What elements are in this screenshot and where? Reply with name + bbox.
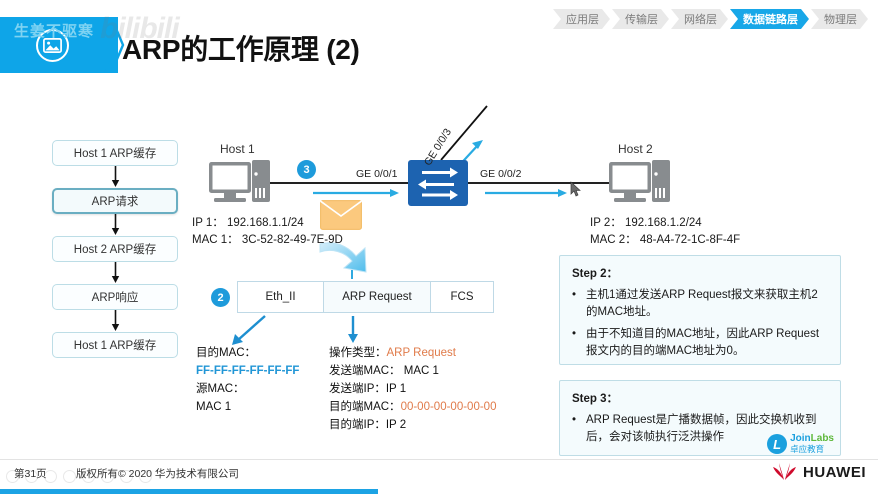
step3-panel: Step 3： • ARP Request是广播数据帧，因此交换机收到后，会对该… bbox=[559, 380, 841, 456]
flow-arrow-2 bbox=[52, 214, 178, 236]
joinlabs-name: JoinLabs bbox=[790, 434, 834, 444]
copyright-text: 版权所有© 2020 华为技术有限公司 bbox=[76, 468, 239, 480]
next-icon[interactable] bbox=[44, 470, 57, 483]
arp-sender-ip: 发送端IP：IP 1 bbox=[329, 383, 407, 395]
channel-watermark: 生姜不驱寒 bbox=[14, 23, 95, 40]
host2-label: Host 2 bbox=[618, 142, 653, 156]
flow-step-host1-cache-b[interactable]: Host 1 ARP缓存 bbox=[52, 332, 178, 358]
flow-arrow-4 bbox=[52, 310, 178, 332]
arp-sender-mac: 发送端MAC： MAC 1 bbox=[329, 365, 439, 377]
eth-header-details: 目的MAC： FF-FF-FF-FF-FF-FF 源MAC： MAC 1 bbox=[196, 344, 299, 416]
src-mac-value: MAC 1 bbox=[196, 401, 232, 413]
page-number: 第31页 bbox=[14, 468, 47, 480]
search-icon[interactable] bbox=[82, 470, 95, 483]
step2-panel: Step 2： • 主机1通过发送ARP Request报文来获取主机2的MAC… bbox=[559, 255, 841, 365]
dest-mac-value: FF-FF-FF-FF-FF-FF bbox=[196, 365, 300, 377]
step2-bullet-1-text: 主机1通过发送ARP Request报文来获取主机2的MAC地址。 bbox=[586, 289, 818, 318]
frame-cell-arp-request[interactable]: ARP Request bbox=[324, 282, 431, 312]
bullet-icon: • bbox=[572, 289, 577, 301]
layer-breadcrumb: 应用层 传输层 网络层 数据链路层 物理层 bbox=[553, 9, 870, 29]
host1-addresses: IP 1： 192.168.1.1/24 MAC 1： 3C-52-82-49-… bbox=[192, 215, 343, 249]
step2-bullet-2: • 由于不知道目的MAC地址，因此ARP Request报文内的目的端MAC地址… bbox=[572, 326, 828, 360]
port-label-ge0-0-2: GE 0/0/2 bbox=[480, 168, 522, 180]
more-icon[interactable] bbox=[139, 470, 152, 483]
subtitle-icon[interactable] bbox=[101, 470, 114, 483]
huawei-flower-icon bbox=[773, 463, 796, 480]
arp-flow-chart: Host 1 ARP缓存 ARP请求 Host 2 ARP缓存 ARP响应 Ho… bbox=[52, 140, 178, 358]
prev-icon[interactable] bbox=[6, 470, 19, 483]
huawei-wordmark: HUAWEI bbox=[803, 463, 866, 481]
joinlabs-subtitle: 卓应教育 bbox=[790, 444, 825, 454]
arp-packet-details: 操作类型：ARP Request 发送端MAC： MAC 1 发送端IP：IP … bbox=[329, 344, 496, 434]
host2-addresses: IP 2： 192.168.1.2/24 MAC 2： 48-A4-72-1C-… bbox=[590, 215, 740, 249]
flow-step-arp-reply[interactable]: ARP响应 bbox=[52, 284, 178, 310]
flow-arrow-1 bbox=[52, 166, 178, 188]
port-label-ge0-0-1: GE 0/0/1 bbox=[356, 168, 398, 180]
arp-target-mac-row: 目的端MAC：00-00-00-00-00-00 bbox=[329, 398, 496, 416]
progress-bar-fill bbox=[0, 489, 378, 494]
huawei-logo: HUAWEI bbox=[772, 462, 866, 482]
step2-bullet-2-text: 由于不知道目的MAC地址，因此ARP Request报文内的目的端MAC地址为0… bbox=[586, 328, 820, 357]
step3-bullet-1-text: ARP Request是广播数据帧，因此交换机收到后，会对该帧执行泛洪操作 bbox=[586, 414, 817, 443]
nav-item-physical-layer[interactable]: 物理层 bbox=[811, 9, 868, 29]
joinlabs-logo: L JoinLabs 卓应教育 bbox=[767, 434, 834, 454]
src-mac-label: 源MAC： bbox=[196, 383, 245, 395]
host1-mac: MAC 1： 3C-52-82-49-7E-9D bbox=[192, 234, 343, 246]
dest-mac-label: 目的MAC： bbox=[196, 347, 257, 359]
host1-ip: IP 1： 192.168.1.1/24 bbox=[192, 217, 304, 229]
banner-chevron-outline bbox=[110, 17, 132, 73]
arp-opcode-label: 操作类型： bbox=[329, 347, 387, 359]
arp-target-ip: 目的端IP：IP 2 bbox=[329, 419, 407, 431]
arp-target-mac-label: 目的端MAC： bbox=[329, 401, 401, 413]
step-badge-2: 2 bbox=[211, 288, 230, 307]
bullet-icon: • bbox=[572, 328, 577, 340]
joinlabs-text: JoinLabs 卓应教育 bbox=[790, 434, 834, 455]
ethernet-frame-structure: Eth_II ARP Request FCS bbox=[237, 281, 494, 313]
joinlabs-name-b: Labs bbox=[810, 433, 834, 444]
nav-item-transport-layer[interactable]: 传输层 bbox=[612, 9, 669, 29]
step2-bullet-1: • 主机1通过发送ARP Request报文来获取主机2的MAC地址。 bbox=[572, 287, 828, 321]
page-title: ARP的工作原理 (2) bbox=[122, 34, 360, 65]
joinlabs-mark-icon: L bbox=[767, 434, 788, 454]
flow-step-arp-request[interactable]: ARP请求 bbox=[52, 188, 178, 214]
mouse-cursor bbox=[570, 181, 582, 197]
joinlabs-name-a: Join bbox=[790, 433, 811, 444]
nav-item-data-link-layer[interactable]: 数据链路层 bbox=[730, 9, 809, 29]
frame-cell-eth-ii[interactable]: Eth_II bbox=[238, 282, 324, 312]
bullet-icon: • bbox=[572, 414, 577, 426]
switch-device-icon bbox=[408, 160, 468, 206]
flow-arrow-3 bbox=[52, 262, 178, 284]
lock-icon[interactable] bbox=[63, 470, 76, 483]
step3-title: Step 3： bbox=[572, 393, 619, 405]
nav-item-network-layer[interactable]: 网络层 bbox=[671, 9, 728, 29]
arp-opcode-value: ARP Request bbox=[386, 347, 456, 359]
host2-mac: MAC 2： 48-A4-72-1C-8F-4F bbox=[590, 234, 741, 246]
arp-target-mac-value: 00-00-00-00-00-00 bbox=[400, 401, 497, 413]
flow-step-host2-cache[interactable]: Host 2 ARP缓存 bbox=[52, 236, 178, 262]
step-badge-3: 3 bbox=[297, 160, 316, 179]
screenshot-icon[interactable] bbox=[120, 470, 133, 483]
progress-bar-track[interactable] bbox=[0, 489, 878, 494]
host2-computer-icon bbox=[608, 160, 672, 206]
flow-curved-arrow bbox=[318, 238, 374, 282]
video-player-controls[interactable] bbox=[6, 470, 152, 483]
step3-bullet-1: • ARP Request是广播数据帧，因此交换机收到后，会对该帧执行泛洪操作 bbox=[572, 412, 828, 446]
host2-ip: IP 2： 192.168.1.2/24 bbox=[590, 217, 702, 229]
envelope-icon bbox=[320, 200, 362, 230]
image-icon bbox=[36, 29, 69, 62]
frame-cell-fcs[interactable]: FCS bbox=[450, 291, 474, 303]
arp-opcode-row: 操作类型：ARP Request bbox=[329, 344, 496, 362]
host1-label: Host 1 bbox=[220, 142, 255, 156]
bilibili-watermark: bilibili bbox=[100, 12, 180, 45]
step2-title: Step 2： bbox=[572, 268, 619, 280]
play-icon[interactable] bbox=[25, 470, 38, 483]
title-banner bbox=[0, 17, 118, 73]
flow-step-host1-cache-a[interactable]: Host 1 ARP缓存 bbox=[52, 140, 178, 166]
footer-divider bbox=[0, 459, 878, 460]
host1-computer-icon bbox=[208, 160, 272, 206]
nav-item-application-layer[interactable]: 应用层 bbox=[553, 9, 610, 29]
